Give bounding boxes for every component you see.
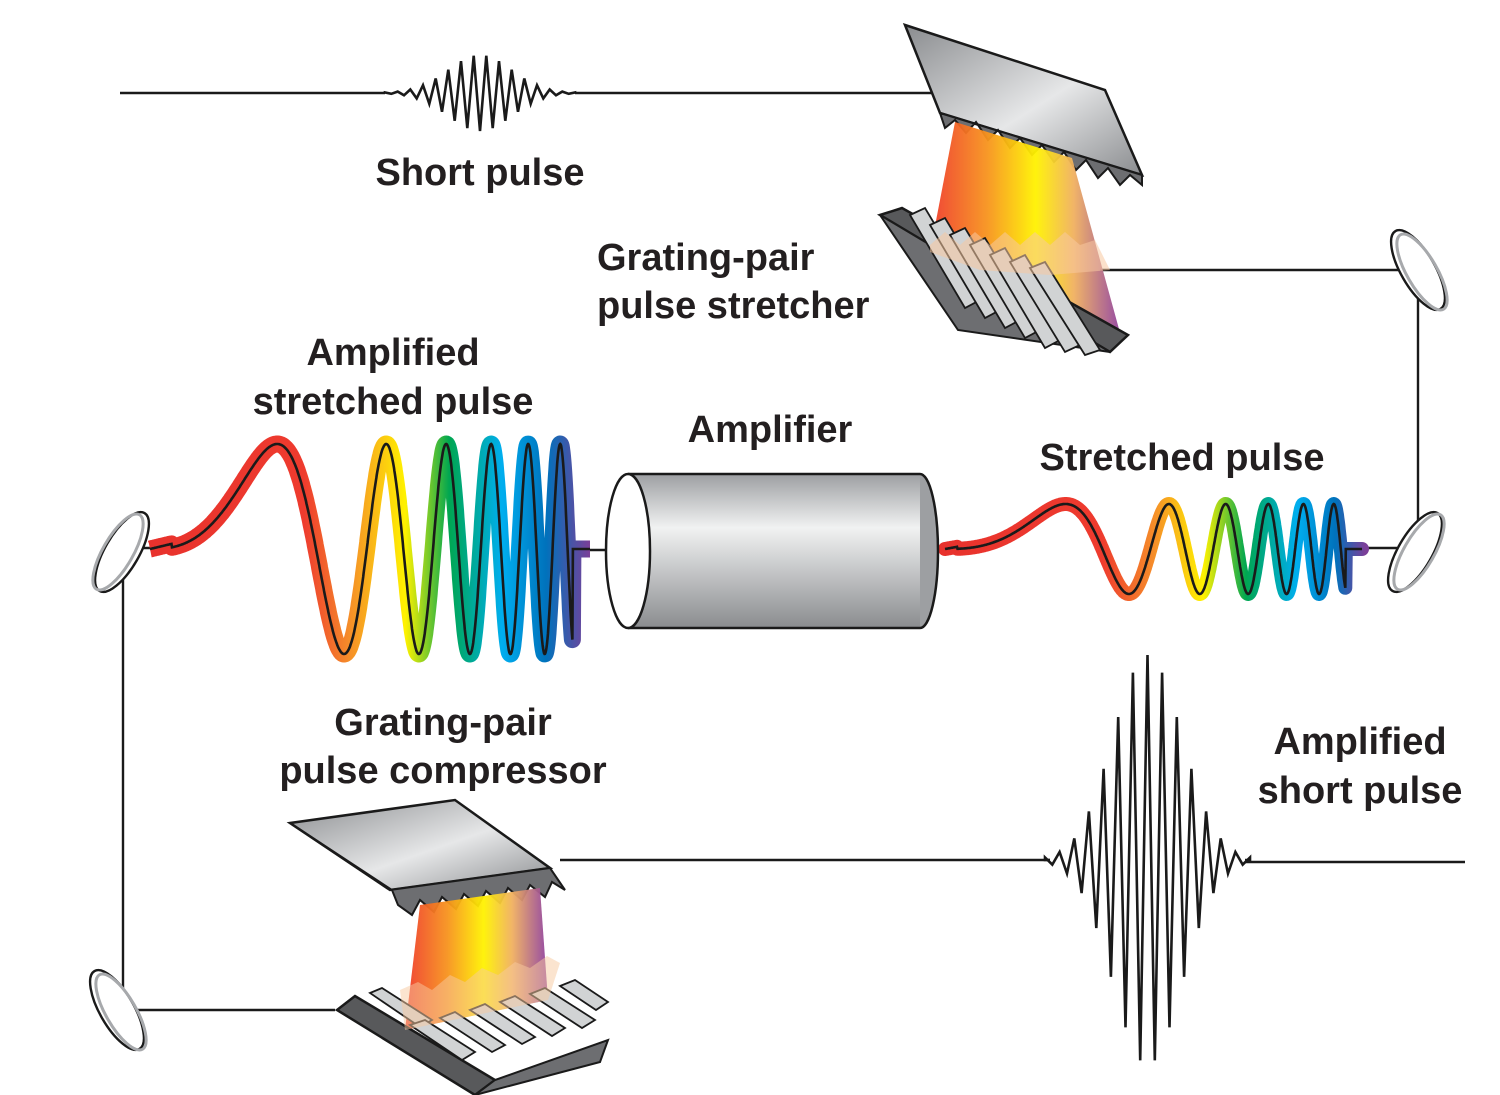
amplified-short-pulse-waveform [1043, 654, 1252, 1061]
label-short-pulse: Short pulse [375, 152, 584, 194]
label-stretcher-line2: pulse stretcher [597, 285, 870, 327]
label-stretched-pulse: Stretched pulse [1039, 437, 1324, 479]
mirror-top-right [1389, 228, 1449, 312]
label-compressor-line1: Grating-pair [334, 702, 552, 744]
grating-pair-stretcher [876, 22, 1145, 357]
mirror-right [1386, 510, 1446, 594]
amplified-stretched-pulse-waveform [149, 442, 590, 656]
mirror-bottom-left [88, 968, 148, 1052]
label-stretcher-line1: Grating-pair [597, 237, 815, 279]
label-amplifier: Amplifier [688, 409, 853, 451]
amplifier [604, 472, 940, 630]
stretcher-spectrum-fan [930, 122, 1122, 340]
label-compressor-line2: pulse compressor [279, 750, 607, 792]
label-amplified-stretched-line2: stretched pulse [253, 381, 534, 423]
compressor-bottom-grating [334, 956, 610, 1095]
label-amplified-short-line2: short pulse [1258, 770, 1463, 812]
stretched-pulse-waveform [944, 502, 1362, 596]
mirror-left [91, 510, 151, 594]
stretcher-bottom-grating [876, 206, 1131, 357]
short-pulse-waveform [383, 55, 577, 132]
label-amplified-stretched-line1: Amplified [306, 332, 479, 374]
label-amplified-short-line1: Amplified [1273, 721, 1446, 763]
grating-pair-compressor [286, 798, 610, 1095]
compressor-top-grating [286, 798, 566, 917]
